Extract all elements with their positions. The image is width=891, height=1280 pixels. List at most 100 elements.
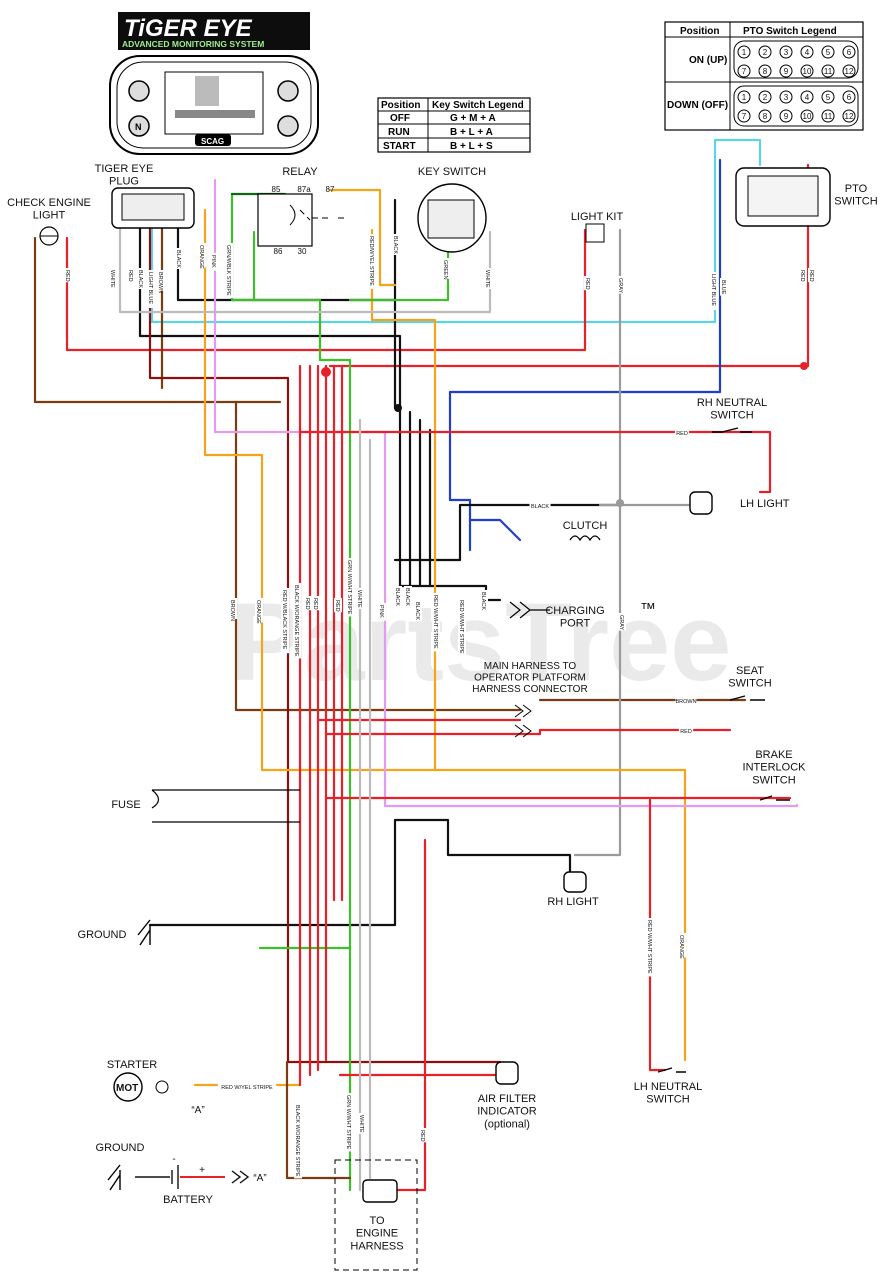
wire-label-bg (458, 598, 466, 657)
wire-label-black-v1: BLACK (394, 588, 400, 606)
starter-mot-label: MOT (116, 1083, 138, 1094)
wire-label-red-v1: RED (304, 598, 310, 610)
pto-pin-label: 10 (803, 67, 812, 76)
pto-pin-label: 10 (803, 112, 812, 121)
tiger-eye-plug-face (121, 193, 185, 221)
wire-red-yellow (328, 188, 397, 287)
wire-label-white-key: WHITE (484, 270, 490, 288)
key-legend-row-off-val: G + M + A (450, 113, 496, 124)
pto-pin-label: 1 (742, 93, 747, 102)
seat-switch-icon (729, 695, 765, 701)
pto-pin (758, 64, 772, 78)
wire-label-red-v2: RED (312, 598, 318, 610)
pto-pin (842, 45, 856, 59)
wire-label-bg (345, 1093, 353, 1152)
label-a-mark-1: “A” (191, 1105, 204, 1116)
pto-switch-legend-table: Position PTO Switch Legend ON (UP) DOWN … (664, 21, 864, 131)
wire-label-bg (808, 268, 816, 283)
pto-pin-label: 12 (845, 112, 854, 121)
wire-label-orange-vert: ORANGE (255, 600, 261, 624)
wire-label-red-wblk: RED W/BLACK STRIPE (281, 590, 287, 650)
junction-gray (616, 499, 624, 507)
pto-pin (821, 64, 835, 78)
wire-label-orange-plug: ORANGE (198, 245, 204, 269)
pto-pin (800, 109, 814, 123)
label-rh-light: RH LIGHT (547, 896, 599, 908)
pto-pin-label: 8 (763, 112, 768, 121)
pto-pin (779, 109, 793, 123)
wire-gray (573, 228, 702, 857)
tiger-eye-logo: TiGER EYE ADVANCED MONITORING SYSTEM (118, 12, 310, 50)
starter-motor-icon (113, 1072, 143, 1102)
wire-label-red-seat: RED (680, 729, 692, 735)
junction-red (321, 367, 331, 377)
wire-red-bundle (298, 364, 792, 1192)
wire-label-bg (678, 933, 686, 958)
air-filter-connector (495, 1061, 519, 1085)
wire-label-blk-worange-bottom: BLACK W/ORANGE STRIPE (294, 1105, 300, 1177)
light-kit-connector (585, 223, 605, 243)
wire-label-bg (584, 276, 592, 291)
wire-label-bg (175, 248, 183, 269)
pto-pin-label: 7 (742, 112, 747, 121)
wire-label-bg (304, 596, 312, 611)
pto-pin (821, 45, 835, 59)
pto-pin (737, 109, 751, 123)
wire-label-red-pto1: RED (799, 270, 805, 282)
label-key-switch: KEY SWITCH (418, 166, 486, 178)
wire-label-bg (646, 918, 654, 977)
relay-box (257, 193, 313, 247)
pto-legend-header-position: Position (680, 26, 719, 37)
label-relay-87a: 87a (297, 185, 311, 194)
wire-label-bg (147, 270, 155, 308)
pto-pin (758, 90, 772, 104)
wire-label-bg (710, 272, 718, 310)
wire-label-bg (378, 603, 386, 621)
pto-pin-label: 4 (805, 93, 810, 102)
wire-label-bg (484, 268, 492, 289)
label-fuse: FUSE (111, 799, 140, 811)
wire-red-black (148, 208, 502, 1064)
rh-neutral-switch-icon (712, 427, 752, 433)
pto-pin-label: 9 (784, 67, 789, 76)
pto-legend-row-down: DOWN (OFF) (667, 100, 728, 111)
wire-label-black-key: BLACK (392, 236, 398, 254)
charging-port-icon (509, 601, 550, 619)
pto-pin (821, 109, 835, 123)
wire-label-blue-pto: BLUE (720, 280, 726, 295)
wire-label-bg (127, 268, 135, 283)
label-relay-30: 30 (298, 247, 307, 256)
wire-label-bg (678, 727, 694, 735)
wire-label-bg (64, 268, 72, 283)
wire-label-white-plug: WHITE (109, 270, 115, 288)
pto-pin (800, 45, 814, 59)
pto-pin-label: 6 (847, 93, 852, 102)
wire-blue (448, 158, 722, 552)
pto-pin (737, 90, 751, 104)
wire-label-red-rh-neutral: RED (676, 431, 688, 437)
wire-label-red-cel: RED (64, 270, 70, 282)
wire-label-black-charge: BLACK (480, 592, 486, 610)
wire-label-bg (675, 697, 697, 705)
wire-label-bg (394, 586, 402, 607)
pto-pin (821, 90, 835, 104)
wire-label-light-blue-pto: LIGHT BLUE (710, 274, 716, 306)
pto-pin-label: 3 (784, 48, 789, 57)
wire-label-red-lightkit: RED (584, 278, 590, 290)
pto-legend-header-title: PTO Switch Legend (743, 26, 837, 37)
wire-label-green-key: GREEN (442, 260, 448, 280)
wire-label-black-v2: BLACK (404, 588, 410, 606)
wire-label-red-bottom: RED (419, 1130, 425, 1142)
key-legend-row-start-pos: START (383, 141, 416, 152)
pto-pin-label: 7 (742, 67, 747, 76)
wire-label-red-wwht-lhn: RED W/WHT STRIPE (646, 920, 652, 974)
wire-label-bg (210, 253, 218, 271)
engine-harness-box (334, 1159, 418, 1271)
wire-label-white-v: WHITE (356, 590, 362, 608)
wire-label-bg (480, 590, 488, 611)
wire-label-bg (229, 598, 237, 619)
